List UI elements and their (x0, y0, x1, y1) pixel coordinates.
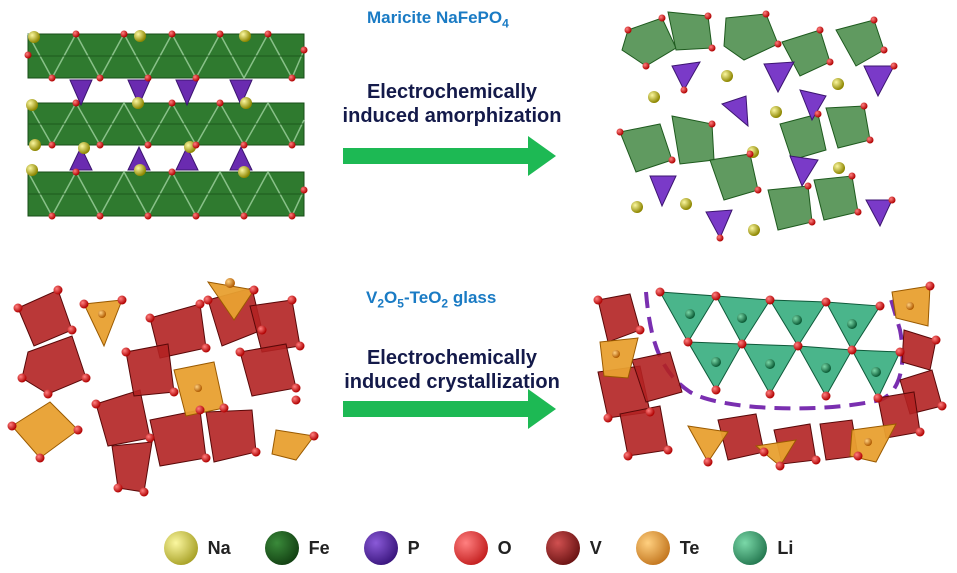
legend-label-p: P (407, 537, 420, 558)
amorphization-label-line1: Electrochemically (366, 81, 538, 103)
crystallization-label-line1: Electrochemically (366, 347, 538, 369)
te-atom-icon (635, 531, 670, 565)
legend-item-fe: Fe (264, 531, 330, 565)
fe-octahedra-layer-2 (27, 101, 305, 147)
na-atoms (26, 30, 252, 178)
crystallized-structure (593, 281, 947, 471)
fe-octahedra-layer-3 (27, 170, 305, 218)
scattered-o-atoms (616, 10, 898, 242)
legend-label-na: Na (207, 537, 231, 558)
legend-item-na: Na (163, 531, 231, 565)
process-arrow-bottom (343, 389, 556, 429)
glass-title-tail: glass (448, 288, 497, 307)
amorphization-label-line2: induced amorphization (342, 105, 562, 127)
crystal-o-atoms (593, 281, 947, 471)
edge-te-polyhedra (599, 285, 931, 467)
maricite-title-text: Maricite NaFePO (367, 8, 503, 27)
legend-label-v: V (589, 537, 602, 558)
p-atom-icon (363, 531, 398, 565)
p-tetrahedra (69, 79, 253, 171)
glass-structure (7, 278, 319, 497)
glass-title-o: O (384, 288, 398, 307)
fe-octahedra-layer-1 (27, 32, 305, 80)
legend-label-li: Li (777, 537, 794, 558)
legend-label-o: O (497, 537, 512, 558)
process-arrow-top (343, 136, 556, 176)
glass-title-o-subscript: 5 (397, 296, 404, 311)
legend-item-li: Li (733, 531, 793, 565)
v-polyhedra (17, 287, 301, 493)
o-atom-icon (453, 531, 488, 565)
amorphization-label: Electrochemically induced amorphization (334, 80, 570, 128)
li-atom-icon (733, 531, 768, 565)
glass-title-v-subscript: 2 (377, 296, 385, 311)
li-polyhedra-band (659, 291, 901, 400)
crystallization-label-line2: induced crystallization (344, 371, 560, 393)
glass-o-atoms (7, 285, 319, 497)
maricite-title: Maricite NaFePO4 (367, 8, 509, 30)
scattered-p-tetrahedra (649, 61, 895, 240)
li-atoms (685, 309, 881, 377)
v-atom-icon (545, 531, 580, 565)
amorphized-structure (616, 10, 898, 242)
legend-label-te: Te (679, 537, 700, 558)
legend-item-o: O (453, 531, 512, 565)
glass-title-v: V (366, 288, 378, 307)
glass-te-atoms (98, 278, 235, 392)
fe-atom-icon (264, 531, 299, 565)
legend-label-fe: Fe (308, 537, 330, 558)
crystal-te-atoms (612, 302, 914, 446)
edge-v-polyhedra (597, 293, 943, 465)
atom-legend: Na Fe P O V Te Li (0, 528, 957, 568)
glass-title-teo-subscript: 2 (441, 296, 449, 311)
legend-item-te: Te (635, 531, 700, 565)
legend-item-p: P (363, 531, 420, 565)
scattered-fe-octahedra (619, 11, 885, 231)
maricite-title-subscript: 4 (502, 16, 509, 31)
legend-item-v: V (545, 531, 602, 565)
maricite-crystal-structure (24, 30, 308, 220)
na-atom-icon (163, 531, 198, 565)
o-atoms (24, 30, 308, 220)
crystallization-label: Electrochemically induced crystallizatio… (334, 346, 570, 394)
scattered-na-atoms (631, 70, 845, 236)
crystalline-domain-outline (644, 291, 905, 411)
glass-title-teo: -TeO (403, 288, 442, 307)
glass-title: V2O5-TeO2 glass (366, 288, 496, 310)
